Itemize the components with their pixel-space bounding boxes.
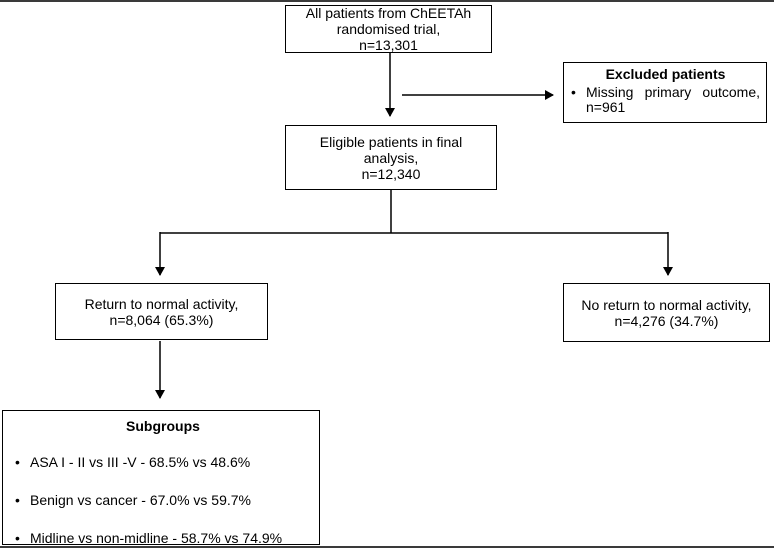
subgroup-item-text: Midline vs non-midline - 58.7% vs 74.9% [30, 530, 283, 546]
all-patients-line: All patients from ChEETAh [305, 5, 472, 21]
subgroup-item: • ASA I - II vs III -V - 68.5% vs 48.6% [15, 454, 311, 470]
subgroups-box: Subgroups • ASA I - II vs III -V - 68.5%… [2, 410, 320, 546]
return-activity-line: n=8,064 (65.3%) [109, 311, 214, 328]
subgroup-item-text: Benign vs cancer - 67.0% vs 59.7% [30, 492, 252, 508]
subgroups-title: Subgroups [126, 418, 200, 434]
bullet-icon: • [15, 530, 20, 546]
subgroup-item-text: ASA I - II vs III -V - 68.5% vs 48.6% [30, 454, 251, 470]
eligible-patients-box: Eligible patients in final analysis, n=1… [285, 125, 497, 190]
return-activity-line: Return to normal activity, [84, 295, 239, 312]
eligible-patients-line: analysis, [363, 149, 419, 166]
all-patients-line: randomised trial, [336, 21, 441, 37]
no-return-activity-line: No return to normal activity, [581, 296, 752, 313]
eligible-patients-line: n=12,340 [361, 165, 421, 182]
no-return-activity-box: No return to normal activity, n=4,276 (3… [563, 283, 770, 342]
bullet-icon: • [571, 84, 576, 100]
bullet-icon: • [15, 454, 20, 470]
all-patients-line: n=13,301 [359, 37, 418, 53]
excluded-patients-box: Excluded patients • Missing primary outc… [563, 62, 767, 123]
all-patients-box: All patients from ChEETAh randomised tri… [285, 5, 492, 53]
bullet-icon: • [15, 492, 20, 508]
excluded-bullet-text: Missing primary outcome, n=961 [586, 84, 760, 115]
return-activity-box: Return to normal activity, n=8,064 (65.3… [55, 283, 268, 340]
figure-top-border [0, 0, 774, 2]
excluded-bullet-item: • Missing primary outcome, n=961 [571, 85, 760, 115]
eligible-patients-line: Eligible patients in final [319, 133, 463, 150]
excluded-patients-title: Excluded patients [605, 66, 726, 82]
figure-bottom-border [0, 546, 774, 548]
subgroup-item: • Midline vs non-midline - 58.7% vs 74.9… [15, 530, 311, 546]
subgroup-item: • Benign vs cancer - 67.0% vs 59.7% [15, 492, 311, 508]
no-return-activity-line: n=4,276 (34.7%) [614, 312, 719, 329]
